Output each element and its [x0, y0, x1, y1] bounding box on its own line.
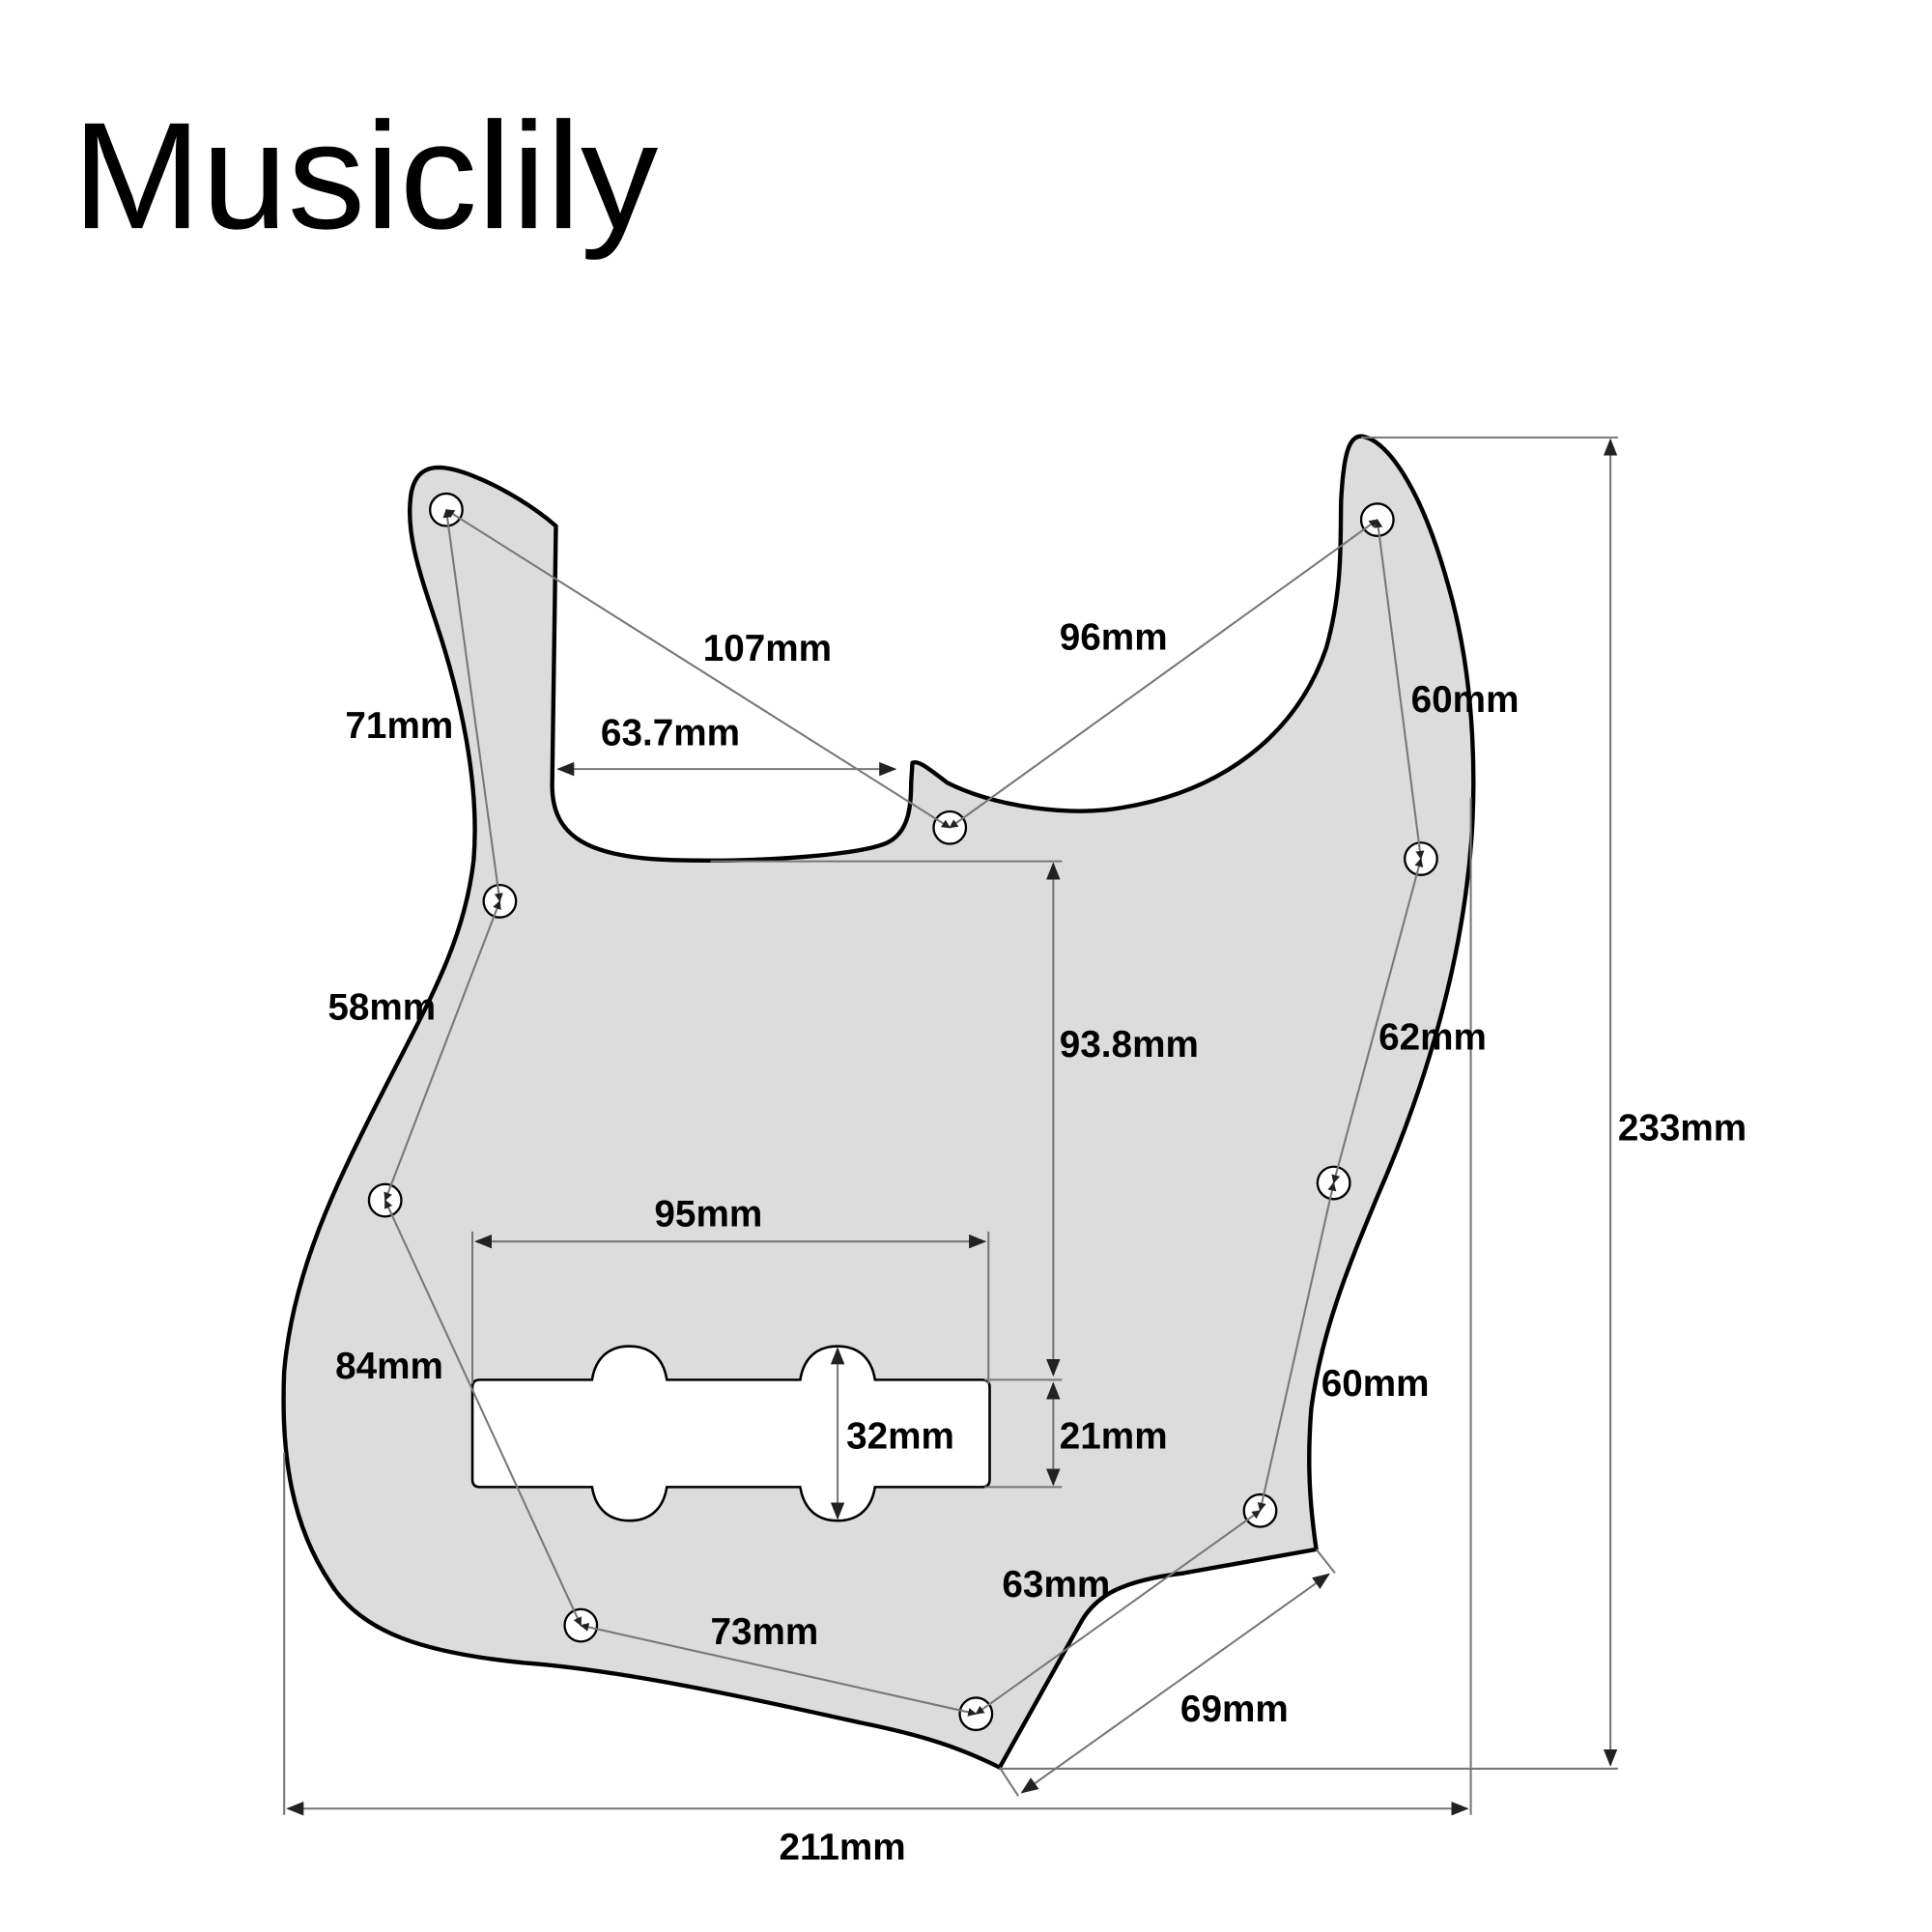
label-overall-height: 233mm [1618, 1108, 1747, 1150]
dimension-lines [283, 436, 1618, 1816]
label-hole-1-to-2: 71mm [345, 705, 453, 747]
label-pickup-length: 95mm [654, 1194, 762, 1236]
label-control-cut-edge: 69mm [1180, 1689, 1289, 1730]
label-hole-5-to-6: 73mm [710, 1611, 818, 1653]
label-neck-to-pickup: 93.8mm [1060, 1024, 1199, 1065]
label-hole-11-to-6: 63mm [1002, 1564, 1110, 1605]
label-hole-8-to-9: 60mm [1411, 679, 1520, 721]
label-neck-pocket-width: 63.7mm [601, 713, 740, 754]
label-hole-9-to-10: 62mm [1378, 1016, 1487, 1058]
pickguard-outline [281, 434, 1476, 1770]
label-hole-1-to-7: 107mm [703, 628, 832, 669]
label-pickup-width: 21mm [1060, 1415, 1168, 1457]
label-hole-3-to-5: 84mm [335, 1346, 443, 1387]
dimension-labels: 107mm 96mm 60mm 71mm 63.7mm 58mm 93.8mm … [327, 616, 1747, 1868]
brand-title: Musiclily [72, 92, 659, 261]
label-hole-7-to-8: 96mm [1060, 616, 1168, 658]
label-hole-2-to-3: 58mm [327, 986, 436, 1028]
label-hole-10-to-11: 60mm [1321, 1363, 1430, 1405]
label-pickup-ear-height: 32mm [846, 1415, 954, 1457]
label-overall-width: 211mm [779, 1827, 905, 1868]
